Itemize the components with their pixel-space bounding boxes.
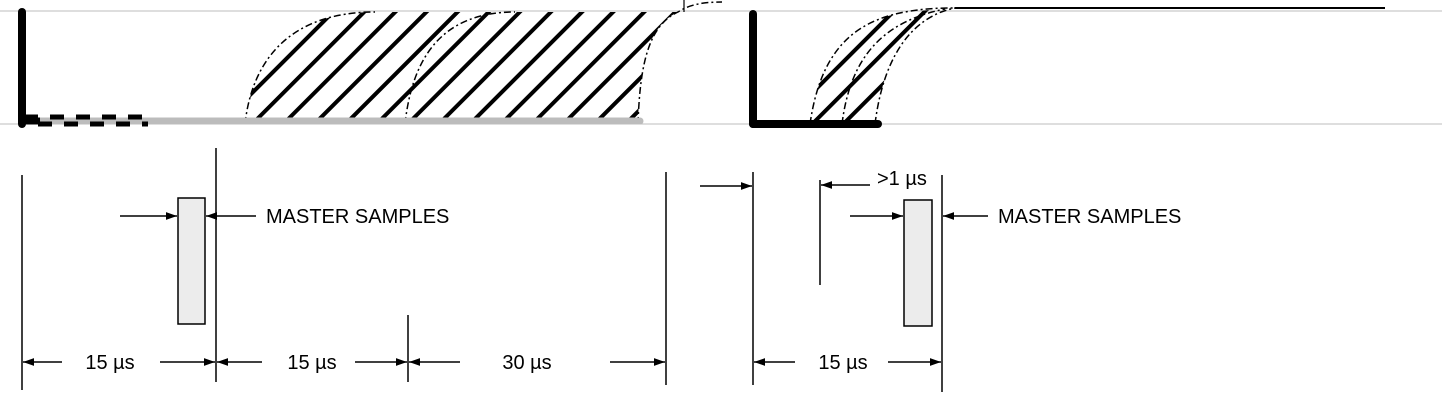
left-sample-window — [177, 197, 206, 325]
left-write-hatch-region — [245, 12, 678, 124]
left-dim1-label: 15 µs — [85, 352, 134, 374]
left-dim2-label: 15 µs — [287, 352, 336, 374]
right-timing: >1 µs MASTER SAMPLES 15 µs — [700, 168, 1181, 392]
right-write-hatch-region — [810, 8, 955, 124]
left-waveform — [18, 0, 723, 128]
left-late-recovery-curve — [404, 11, 516, 125]
right-sample-window — [903, 199, 933, 327]
left-dim3-label: 30 µs — [502, 352, 551, 374]
left-timing: MASTER SAMPLES 15 µs 15 µs 30 µs — [21, 148, 667, 390]
left-region-edge — [637, 1, 723, 125]
right-min-gap-label: >1 µs — [877, 168, 927, 190]
right-master-samples-label: MASTER SAMPLES — [998, 206, 1181, 228]
right-late-recovery-curve — [841, 8, 946, 125]
right-region-edge — [874, 7, 956, 125]
right-dim1-label: 15 µs — [818, 352, 867, 374]
right-waveform — [749, 7, 1385, 128]
left-master-samples-label: MASTER SAMPLES — [266, 206, 449, 228]
right-early-recovery-curve — [809, 7, 956, 125]
